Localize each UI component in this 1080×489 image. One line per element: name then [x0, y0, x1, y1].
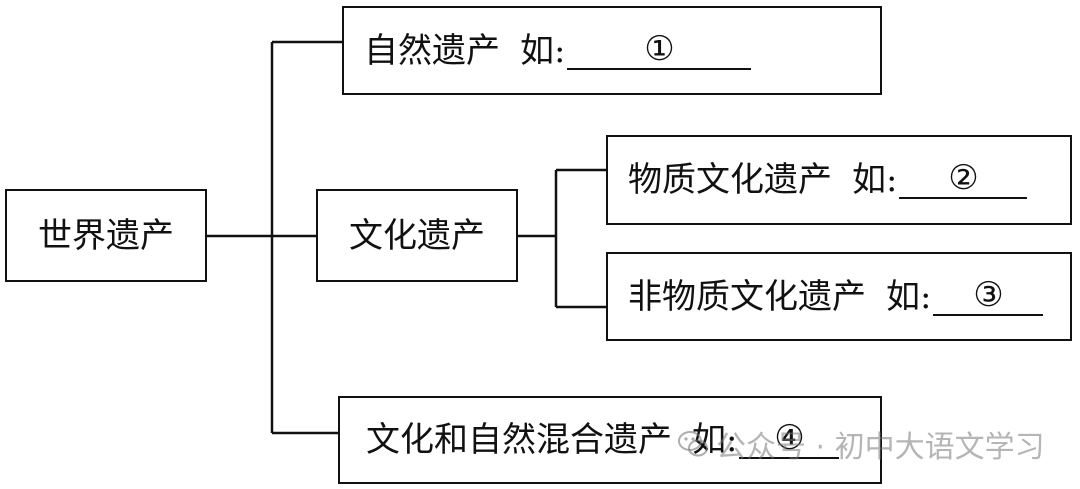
node-world-heritage-label: 世界遗产	[38, 215, 174, 256]
node-tangible-cultural-heritage: 物质文化遗产 如: ②	[606, 135, 1072, 225]
node-mixed-label: 文化和自然混合遗产	[366, 420, 672, 460]
node-natural-heritage: 自然遗产 如: ①	[342, 6, 882, 95]
node-mixed-heritage: 文化和自然混合遗产 如: ④	[338, 396, 882, 484]
blank-number-4: ④	[774, 418, 805, 458]
intangible-example-prefix: 如:	[886, 276, 932, 317]
node-cultural-heritage-label: 文化遗产	[349, 215, 485, 256]
blank-number-3: ③	[973, 274, 1004, 315]
mixed-example-prefix: 如:	[692, 420, 738, 460]
fill-in-blank-2: ②	[899, 158, 1028, 199]
node-intangible-cultural-heritage: 非物质文化遗产 如: ③	[606, 252, 1072, 341]
fill-in-blank-3: ③	[933, 274, 1044, 316]
node-intangible-label: 非物质文化遗产	[628, 276, 866, 317]
fill-in-blank-1: ①	[567, 28, 752, 70]
node-cultural-heritage: 文化遗产	[316, 189, 518, 282]
tangible-example-prefix: 如:	[852, 160, 898, 200]
natural-example-prefix: 如:	[520, 30, 566, 71]
node-world-heritage: 世界遗产	[5, 189, 207, 282]
fill-in-blank-4: ④	[739, 418, 840, 459]
blank-number-2: ②	[948, 158, 979, 198]
blank-number-1: ①	[644, 28, 675, 69]
node-natural-heritage-label: 自然遗产	[364, 30, 500, 71]
node-tangible-label: 物质文化遗产	[628, 160, 832, 200]
